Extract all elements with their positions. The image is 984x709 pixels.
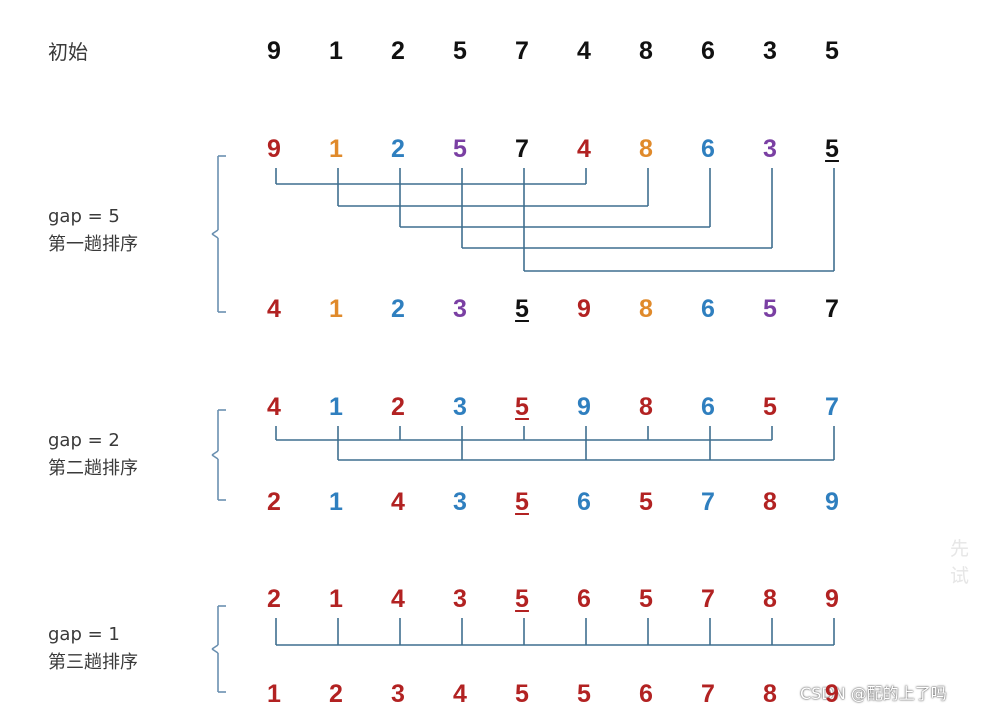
- pass1-after-value: 3: [453, 295, 467, 323]
- pass-name-2: 第二趟排序: [48, 458, 138, 479]
- pass2-before-value: 5: [515, 393, 529, 421]
- pass1-before-value: 8: [639, 135, 653, 163]
- pass3-before-value: 3: [453, 585, 467, 613]
- pass2-after-value: 6: [577, 488, 591, 516]
- pass1-after-value: 7: [825, 295, 839, 323]
- pass2-after-value: 9: [825, 488, 839, 516]
- pass3-before-value: 8: [763, 585, 777, 613]
- gap-label-1: gap = 5: [48, 206, 120, 227]
- pass3-before-value: 2: [267, 585, 281, 613]
- brace-line: [211, 454, 219, 460]
- initial-value: 2: [391, 37, 405, 65]
- pass1-before-value: 5: [453, 135, 467, 163]
- pass3-before-value: 5: [639, 585, 653, 613]
- initial-value: 4: [577, 37, 591, 65]
- pass2-after-value: 5: [639, 488, 653, 516]
- pass2-before-value: 8: [639, 393, 653, 421]
- pass3-after-value: 9: [825, 680, 839, 708]
- gap-label-3: gap = 1: [48, 624, 120, 645]
- initial-value: 3: [763, 37, 777, 65]
- pass2-before-value: 9: [577, 393, 591, 421]
- pass1-after-value: 1: [329, 295, 343, 323]
- pass-name-1: 第一趟排序: [48, 234, 138, 255]
- pass2-before-value: 3: [453, 393, 467, 421]
- pass2-before-value: 6: [701, 393, 715, 421]
- gap-label-2: gap = 2: [48, 430, 120, 451]
- pass1-before-value: 7: [515, 135, 529, 163]
- pass1-before-value: 9: [267, 135, 281, 163]
- pass2-after-value: 5: [515, 488, 529, 516]
- pass1-after-value: 2: [391, 295, 405, 323]
- pass1-after-value: 5: [515, 295, 529, 323]
- pass1-before-value: 3: [763, 135, 777, 163]
- pass1-before-value: 4: [577, 135, 591, 163]
- initial-value: 5: [453, 37, 467, 65]
- initial-value: 7: [515, 37, 529, 65]
- pass3-before-value: 5: [515, 585, 529, 613]
- brace-line: [211, 648, 219, 654]
- brace-line: [211, 644, 219, 650]
- csdn-watermark: CSDN @配的上了吗: [800, 684, 947, 703]
- pass2-before-value: 2: [391, 393, 405, 421]
- brace-line: [211, 229, 219, 235]
- initial-value: 5: [825, 37, 839, 65]
- pass3-before-value: 6: [577, 585, 591, 613]
- pass2-before-value: 1: [329, 393, 343, 421]
- pass3-before-value: 1: [329, 585, 343, 613]
- initial-label: 初始: [48, 40, 88, 64]
- pass1-after-value: 6: [701, 295, 715, 323]
- pass3-before-value: 7: [701, 585, 715, 613]
- initial-value: 9: [267, 37, 281, 65]
- side-watermark: 先试: [950, 538, 970, 587]
- brace-line: [211, 450, 219, 456]
- initial-value: 8: [639, 37, 653, 65]
- pass2-after-value: 1: [329, 488, 343, 516]
- pass3-before-value: 4: [391, 585, 405, 613]
- pass2-after-value: 2: [267, 488, 281, 516]
- pass2-after-value: 4: [391, 488, 405, 516]
- pass3-after-value: 4: [453, 680, 467, 708]
- pass1-after-value: 5: [763, 295, 777, 323]
- pass3-after-value: 2: [329, 680, 343, 708]
- pass3-after-value: 7: [701, 680, 715, 708]
- pass1-after-value: 9: [577, 295, 591, 323]
- pass1-after-value: 4: [267, 295, 281, 323]
- pass3-after-value: 8: [763, 680, 777, 708]
- pass2-before-value: 7: [825, 393, 839, 421]
- pass2-after-value: 3: [453, 488, 467, 516]
- pass1-before-value: 1: [329, 135, 343, 163]
- brace-line: [211, 233, 219, 239]
- pass1-before-value: 6: [701, 135, 715, 163]
- pass-name-3: 第三趟排序: [48, 652, 138, 673]
- pass2-after-value: 8: [763, 488, 777, 516]
- initial-value: 1: [329, 37, 343, 65]
- pass1-before-value: 5: [825, 135, 839, 163]
- pass2-before-value: 5: [763, 393, 777, 421]
- pass3-after-value: 5: [577, 680, 591, 708]
- pass1-before-value: 2: [391, 135, 405, 163]
- pass3-after-value: 5: [515, 680, 529, 708]
- pass1-after-value: 8: [639, 295, 653, 323]
- initial-value: 6: [701, 37, 715, 65]
- pass3-before-value: 9: [825, 585, 839, 613]
- pass3-after-value: 1: [267, 680, 281, 708]
- pass3-after-value: 6: [639, 680, 653, 708]
- pass2-before-value: 4: [267, 393, 281, 421]
- pass2-after-value: 7: [701, 488, 715, 516]
- pass3-after-value: 3: [391, 680, 405, 708]
